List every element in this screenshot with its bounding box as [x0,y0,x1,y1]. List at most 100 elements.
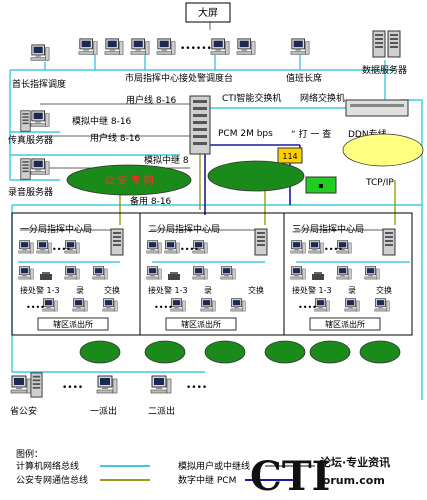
svg-text:••••: •••• [180,245,199,254]
branch-station-computer-icon [42,298,58,312]
branch-spare-computer-icon [220,266,236,280]
branch-station-computer-icon [170,298,186,312]
cti-switch-label: CTI智能交换机 [222,92,281,104]
legend-digital-label: 数字中继 PCM [178,474,236,486]
branch-desk-computer-icon [18,240,34,254]
station1-label: 一派出 [90,405,117,417]
police-station-box [309,317,381,331]
branch-station-computer-icon [344,298,360,312]
data-server-icon [387,30,401,58]
tcpip-label: TCP/IP [365,178,394,188]
backup-label: 备用 8-16 [130,195,172,207]
branch-switch-tower-icon [110,228,124,256]
branch-station-computer-icon [314,298,330,312]
police-station-box [165,317,237,331]
svg-text:▪: ▪ [318,181,323,190]
analog-relay-8-label: 模拟中继 8 [144,154,189,166]
branch-desk-computer-icon [290,266,306,280]
branch-desk-computer-icon [146,266,162,280]
chief-computer-icon [30,44,50,61]
branch-station-computer-icon [374,298,390,312]
branch-police-label: 辖区派出所 [53,319,93,329]
branch-spare-label: 交换 [104,285,120,295]
data-server-icon [372,30,386,58]
branch-police-label: 辖区派出所 [181,319,221,329]
watermark-sub: 论坛·专业资讯 [320,455,390,469]
branch-title: 二分局指挥中心局 [148,223,220,235]
analog-relay-top-label: 模拟中继 8-16 [72,115,132,127]
branch-desk-computer-icon [36,240,52,254]
recording-server-computer-icon [30,158,50,175]
provincial-label: 省公安 [10,405,37,417]
station2-label: 二派出 [148,405,175,417]
call-quick-label: “ 打 一 查 [291,128,331,140]
ddn-cloud [342,133,424,167]
duty-chief-computer-icon [290,38,310,55]
fax-server-tower-icon [20,110,31,132]
phone-icon [168,272,180,280]
dispatch-console-row: •••••• [30,30,401,61]
branch-desk-computer-icon [164,240,180,254]
branch-spare-computer-icon [364,266,380,280]
branch-switch-tower-icon [254,228,268,256]
svg-text:••••: •••• [52,245,71,254]
svg-text:••••: •••• [26,303,45,312]
public-security-net-cloud [66,164,192,196]
branch-recorder-computer-icon [192,266,208,280]
ellipsis-dots: •••••• [180,44,212,54]
branch-desk-computer-icon [290,240,306,254]
console-computer-icon [236,38,256,55]
user-line-mid-label: 用户线 8-16 [90,132,141,144]
big-screen-label: 大屏 [198,6,218,19]
data-server-label: 数据服务器 [362,64,407,76]
branch-desk-computer-icon [146,240,162,254]
branch-desk-computer-icon [18,266,34,280]
svg-text:••••: •••• [154,303,173,312]
station1-computer-icon [96,375,118,394]
provincial-computer-icon [10,375,32,394]
box-114 [277,147,303,164]
branch-station-computer-icon [200,298,216,312]
branch-desks-label: 接处警 1-3 [292,285,332,295]
branch-station-computer-icon [72,298,88,312]
branch-office-frame [283,212,413,336]
console-computer-icon [78,38,98,55]
branch-spare-label: 交换 [248,285,264,295]
chief-dispatch-label: 首长指挥调度 [12,78,66,90]
branch-police-label: 辖区派出所 [325,319,365,329]
duty-chief-label: 值班长席 [286,72,322,84]
fax-server-label: 传真服务器 [8,134,53,146]
console-computer-icon [104,38,124,55]
console-computer-icon [130,38,150,55]
relay-net-cloud [207,160,305,192]
box-114-label: 114 [282,152,297,161]
phone-icon [312,272,324,280]
user-line-top-label: 用户线 8-16 [126,94,177,106]
branch-rec-label: 录 [204,286,212,295]
watermark-url: forum.com [318,474,385,487]
branch-spare-computer-icon [92,266,108,280]
console-computer-icon [156,38,176,55]
svg-text:••••: •••• [186,383,207,393]
svg-text:••••: •••• [62,383,83,393]
pcm-label: PCM 2M bps [218,129,273,139]
svg-text:••••: •••• [324,245,343,254]
network-switch-label: 网络交换机 [300,92,345,104]
branch-rec-label: 录 [76,286,84,295]
legend-computer-bus-label: 计算机网络总线 [16,460,79,472]
legend-analog-label: 模拟用户或中继线 [178,460,250,472]
fax-server-computer-icon [30,110,50,127]
branch-rec-label: 录 [348,286,356,295]
legend-police-bus-label: 公安专网通信总线 [16,474,88,486]
console-computer-icon [210,38,230,55]
green-box [305,176,337,194]
big-screen-box [185,2,231,23]
watermark-brand: CTI [250,453,330,500]
public-security-net-label: 公 安 专 网 [104,174,154,187]
dispatch-desk-label: 市局指挥中心接处警调度台 [125,72,233,84]
